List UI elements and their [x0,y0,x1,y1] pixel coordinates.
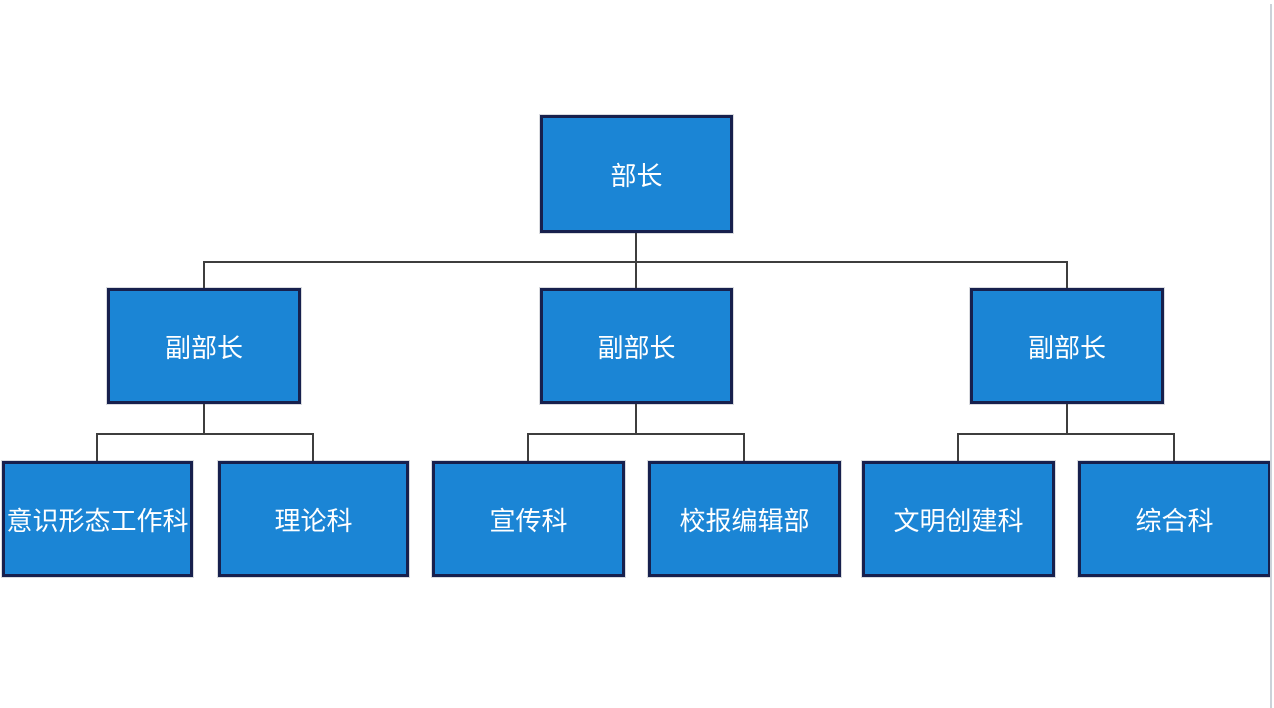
org-node-publicity-section[interactable]: 宣传科 [432,461,625,577]
connector-drop-theory-section [312,433,314,461]
org-node-theory-section[interactable]: 理论科 [218,461,409,577]
connector-deputy-1-stem [203,404,205,435]
connector-drop-deputy-1 [203,261,205,288]
org-node-deputy-director-1[interactable]: 副部长 [107,288,301,404]
connector-drop-school-paper-editorial-dept [743,433,745,461]
org-node-deputy-director-3[interactable]: 副部长 [970,288,1164,404]
connector-drop-ideology-work-section [96,433,98,461]
connector-group-1-bus [96,433,314,435]
org-node-school-paper-editorial-dept[interactable]: 校报编辑部 [648,461,841,577]
connector-group-2-bus [527,433,745,435]
org-node-general-affairs-section[interactable]: 综合科 [1078,461,1271,577]
page-edge-line [1270,4,1272,708]
connector-drop-civilization-building-section [957,433,959,461]
connector-drop-publicity-section [527,433,529,461]
connector-deputy-3-stem [1066,404,1068,435]
connector-drop-deputy-2 [635,261,637,288]
connector-group-3-bus [957,433,1175,435]
connector-drop-general-affairs-section [1173,433,1175,461]
connector-drop-deputy-3 [1066,261,1068,288]
connector-deputy-2-stem [635,404,637,435]
org-node-ideology-work-section[interactable]: 意识形态工作科 [2,461,193,577]
org-node-civilization-building-section[interactable]: 文明创建科 [862,461,1055,577]
org-node-director[interactable]: 部长 [540,115,733,233]
org-node-deputy-director-2[interactable]: 副部长 [540,288,733,404]
connector-root-stem [635,233,637,262]
